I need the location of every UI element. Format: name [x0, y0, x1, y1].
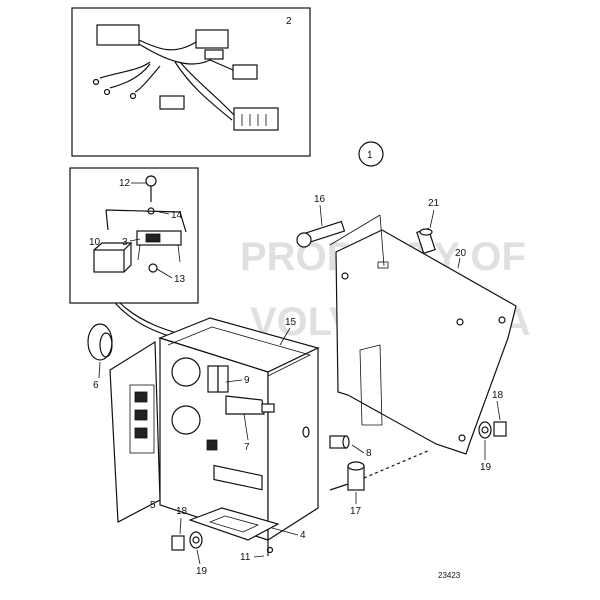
callout-6: 6 [93, 380, 99, 391]
inner-component [207, 365, 275, 415]
callout-17: 17 [350, 506, 362, 517]
inset-relay: 12 14 10 3 13 [69, 167, 199, 304]
callout-21: 21 [428, 198, 440, 209]
callout-14: 14 [171, 210, 183, 221]
callout-5: 5 [150, 500, 156, 511]
callout-8: 8 [366, 448, 372, 459]
connector-d [159, 95, 185, 110]
connector-a [96, 24, 140, 46]
bottom-plate [188, 507, 280, 556]
rubber-mount [329, 449, 431, 491]
connector-c [232, 64, 258, 80]
callout-10: 10 [89, 237, 101, 248]
callout-19-left: 19 [196, 566, 208, 577]
callout-15: 15 [285, 317, 297, 328]
bolt-16 [296, 220, 346, 248]
connector-b [195, 29, 229, 49]
callout-1: 1 [367, 150, 373, 161]
callout-18-right: 18 [492, 390, 504, 401]
connector-e [233, 107, 279, 131]
grommet [87, 323, 113, 361]
callout-2: 2 [286, 16, 292, 27]
callout-18-left: 18 [176, 506, 188, 517]
callout-4: 4 [300, 530, 306, 541]
door-lid [109, 340, 161, 523]
mounting-bracket [335, 229, 517, 455]
right-nut-washer [478, 421, 507, 439]
left-nut-washer [171, 531, 203, 551]
callout-3: 3 [122, 237, 128, 248]
inset-wiring-harness: 2 [71, 7, 311, 157]
callout-9: 9 [244, 375, 250, 386]
callout-16: 16 [314, 194, 326, 205]
figure-number: 23423 [438, 571, 461, 580]
callout-7: 7 [244, 442, 250, 453]
callout-11: 11 [240, 552, 251, 563]
enclosure-box [158, 317, 320, 542]
sleeve-21 [416, 227, 436, 255]
callout-1-group: 1 [358, 141, 384, 167]
spacer-8 [302, 426, 350, 449]
callout-13: 13 [174, 274, 186, 285]
callout-12: 12 [119, 178, 131, 189]
callout-19-right: 19 [480, 462, 492, 473]
callout-20: 20 [455, 248, 467, 259]
